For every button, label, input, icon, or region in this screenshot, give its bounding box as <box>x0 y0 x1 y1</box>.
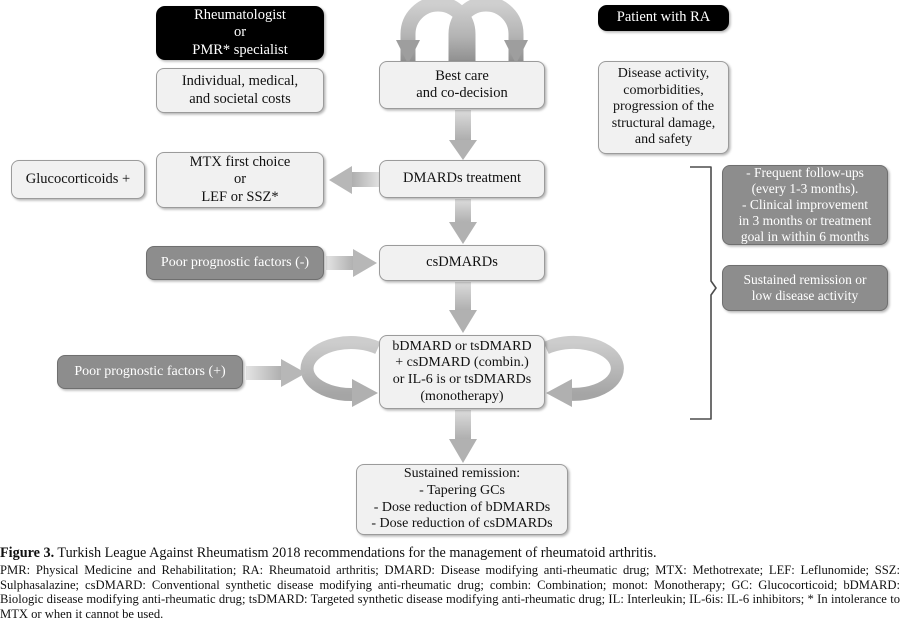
node-final-sustained-remission: Sustained remission: - Tapering GCs - Do… <box>356 464 568 535</box>
caption-title: Turkish League Against Rheumatism 2018 r… <box>57 545 657 561</box>
arrow-poorpos-to-bdmard <box>246 359 306 387</box>
arrow-bestcare-to-dmards <box>449 110 477 160</box>
arrow-csdmards-to-bdmard <box>449 282 477 333</box>
node-best-care: Best care and co-decision <box>379 61 545 109</box>
caption-title-line: Figure 3. Turkish League Against Rheumat… <box>0 545 900 562</box>
figure-caption: Figure 3. Turkish League Against Rheumat… <box>0 545 900 635</box>
caption-label: Figure 3. <box>0 545 55 561</box>
arrow-dmards-to-csdmards <box>449 199 477 244</box>
arrow-poorneg-to-csdmards <box>326 249 377 277</box>
node-csdmards: csDMARDs <box>379 245 545 281</box>
node-patient-with-ra: Patient with RA <box>598 5 729 31</box>
node-bdmard-tsdmard: bDMARD or tsDMARD + csDMARD (combin.) or… <box>379 335 545 409</box>
node-sustained-remission-target: Sustained remission or low disease activ… <box>722 265 888 311</box>
node-costs: Individual, medical, and societal costs <box>156 68 324 113</box>
node-poor-prognostic-positive: Poor prognostic factors (+) <box>57 355 243 389</box>
node-dmards-treatment: DMARDs treatment <box>379 160 545 198</box>
arrow-bdmard-to-final <box>449 410 477 463</box>
caption-abbreviations: PMR: Physical Medicine and Rehabilitatio… <box>0 562 900 622</box>
top-curved-arrows <box>396 0 528 64</box>
node-poor-prognostic-negative: Poor prognostic factors (-) <box>146 246 324 280</box>
arrow-dmards-to-mtx <box>329 166 380 194</box>
node-mtx-first-choice: MTX first choice or LEF or SSZ* <box>156 152 324 208</box>
monitoring-bracket <box>690 166 717 420</box>
node-follow-up-targets: - Frequent follow-ups (every 1-3 months)… <box>722 165 888 245</box>
loop-arrow-right <box>543 335 624 407</box>
node-disease-activity: Disease activity, comorbidities, progres… <box>598 61 729 154</box>
flowchart-figure: Rheumatologist or PMR* specialist Indivi… <box>11 0 888 535</box>
node-glucocorticoids: Glucocorticoids + <box>11 160 145 199</box>
loop-arrow-left <box>300 336 381 407</box>
node-rheumatologist: Rheumatologist or PMR* specialist <box>156 6 324 60</box>
